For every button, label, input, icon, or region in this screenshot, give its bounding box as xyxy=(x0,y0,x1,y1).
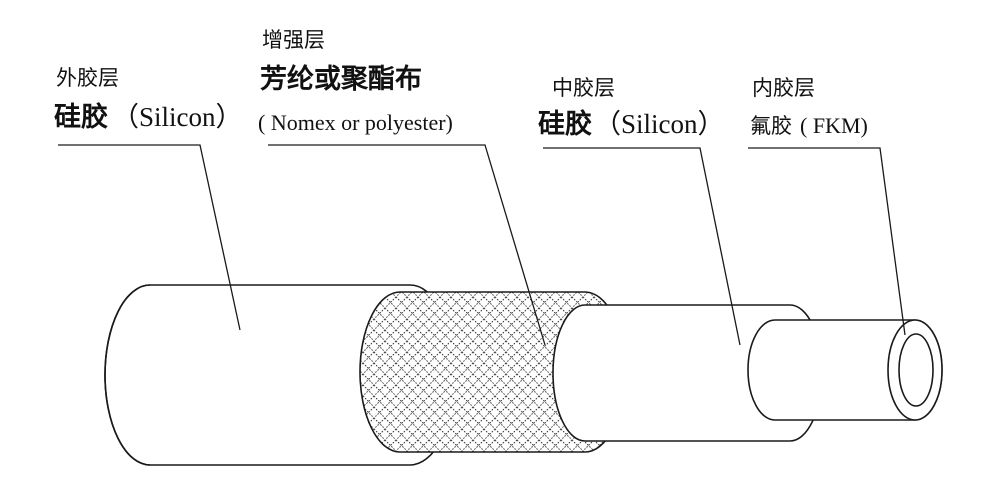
leader-line-outer xyxy=(58,144,241,331)
leader-line-inner xyxy=(748,147,906,336)
leader-line-middle xyxy=(543,147,741,346)
outer-layer-title: 外胶层 xyxy=(56,66,119,90)
inner-layer xyxy=(747,319,943,421)
reinforcement-layer-material-en: ( Nomex or polyester) xyxy=(258,110,453,135)
middle-layer-title: 中胶层 xyxy=(552,76,615,100)
inner-layer-title: 内胶层 xyxy=(752,76,815,100)
middle-layer-material-cn: 硅胶 xyxy=(538,108,592,140)
outer-layer-material-en: （Silicon） xyxy=(112,102,243,132)
inner-layer-material-en: ( FKM) xyxy=(800,113,868,138)
middle-layer-material-en: （Silicon） xyxy=(594,109,725,139)
outer-layer-material-cn: 硅胶 xyxy=(54,101,108,133)
inner-layer-material-cn: 氟胶 xyxy=(750,114,792,138)
leader-line-reinforcement xyxy=(268,144,546,346)
reinforcement-layer-material-cn: 芳纶或聚酯布 xyxy=(260,63,422,95)
reinforcement-layer-title: 增强层 xyxy=(262,28,325,52)
